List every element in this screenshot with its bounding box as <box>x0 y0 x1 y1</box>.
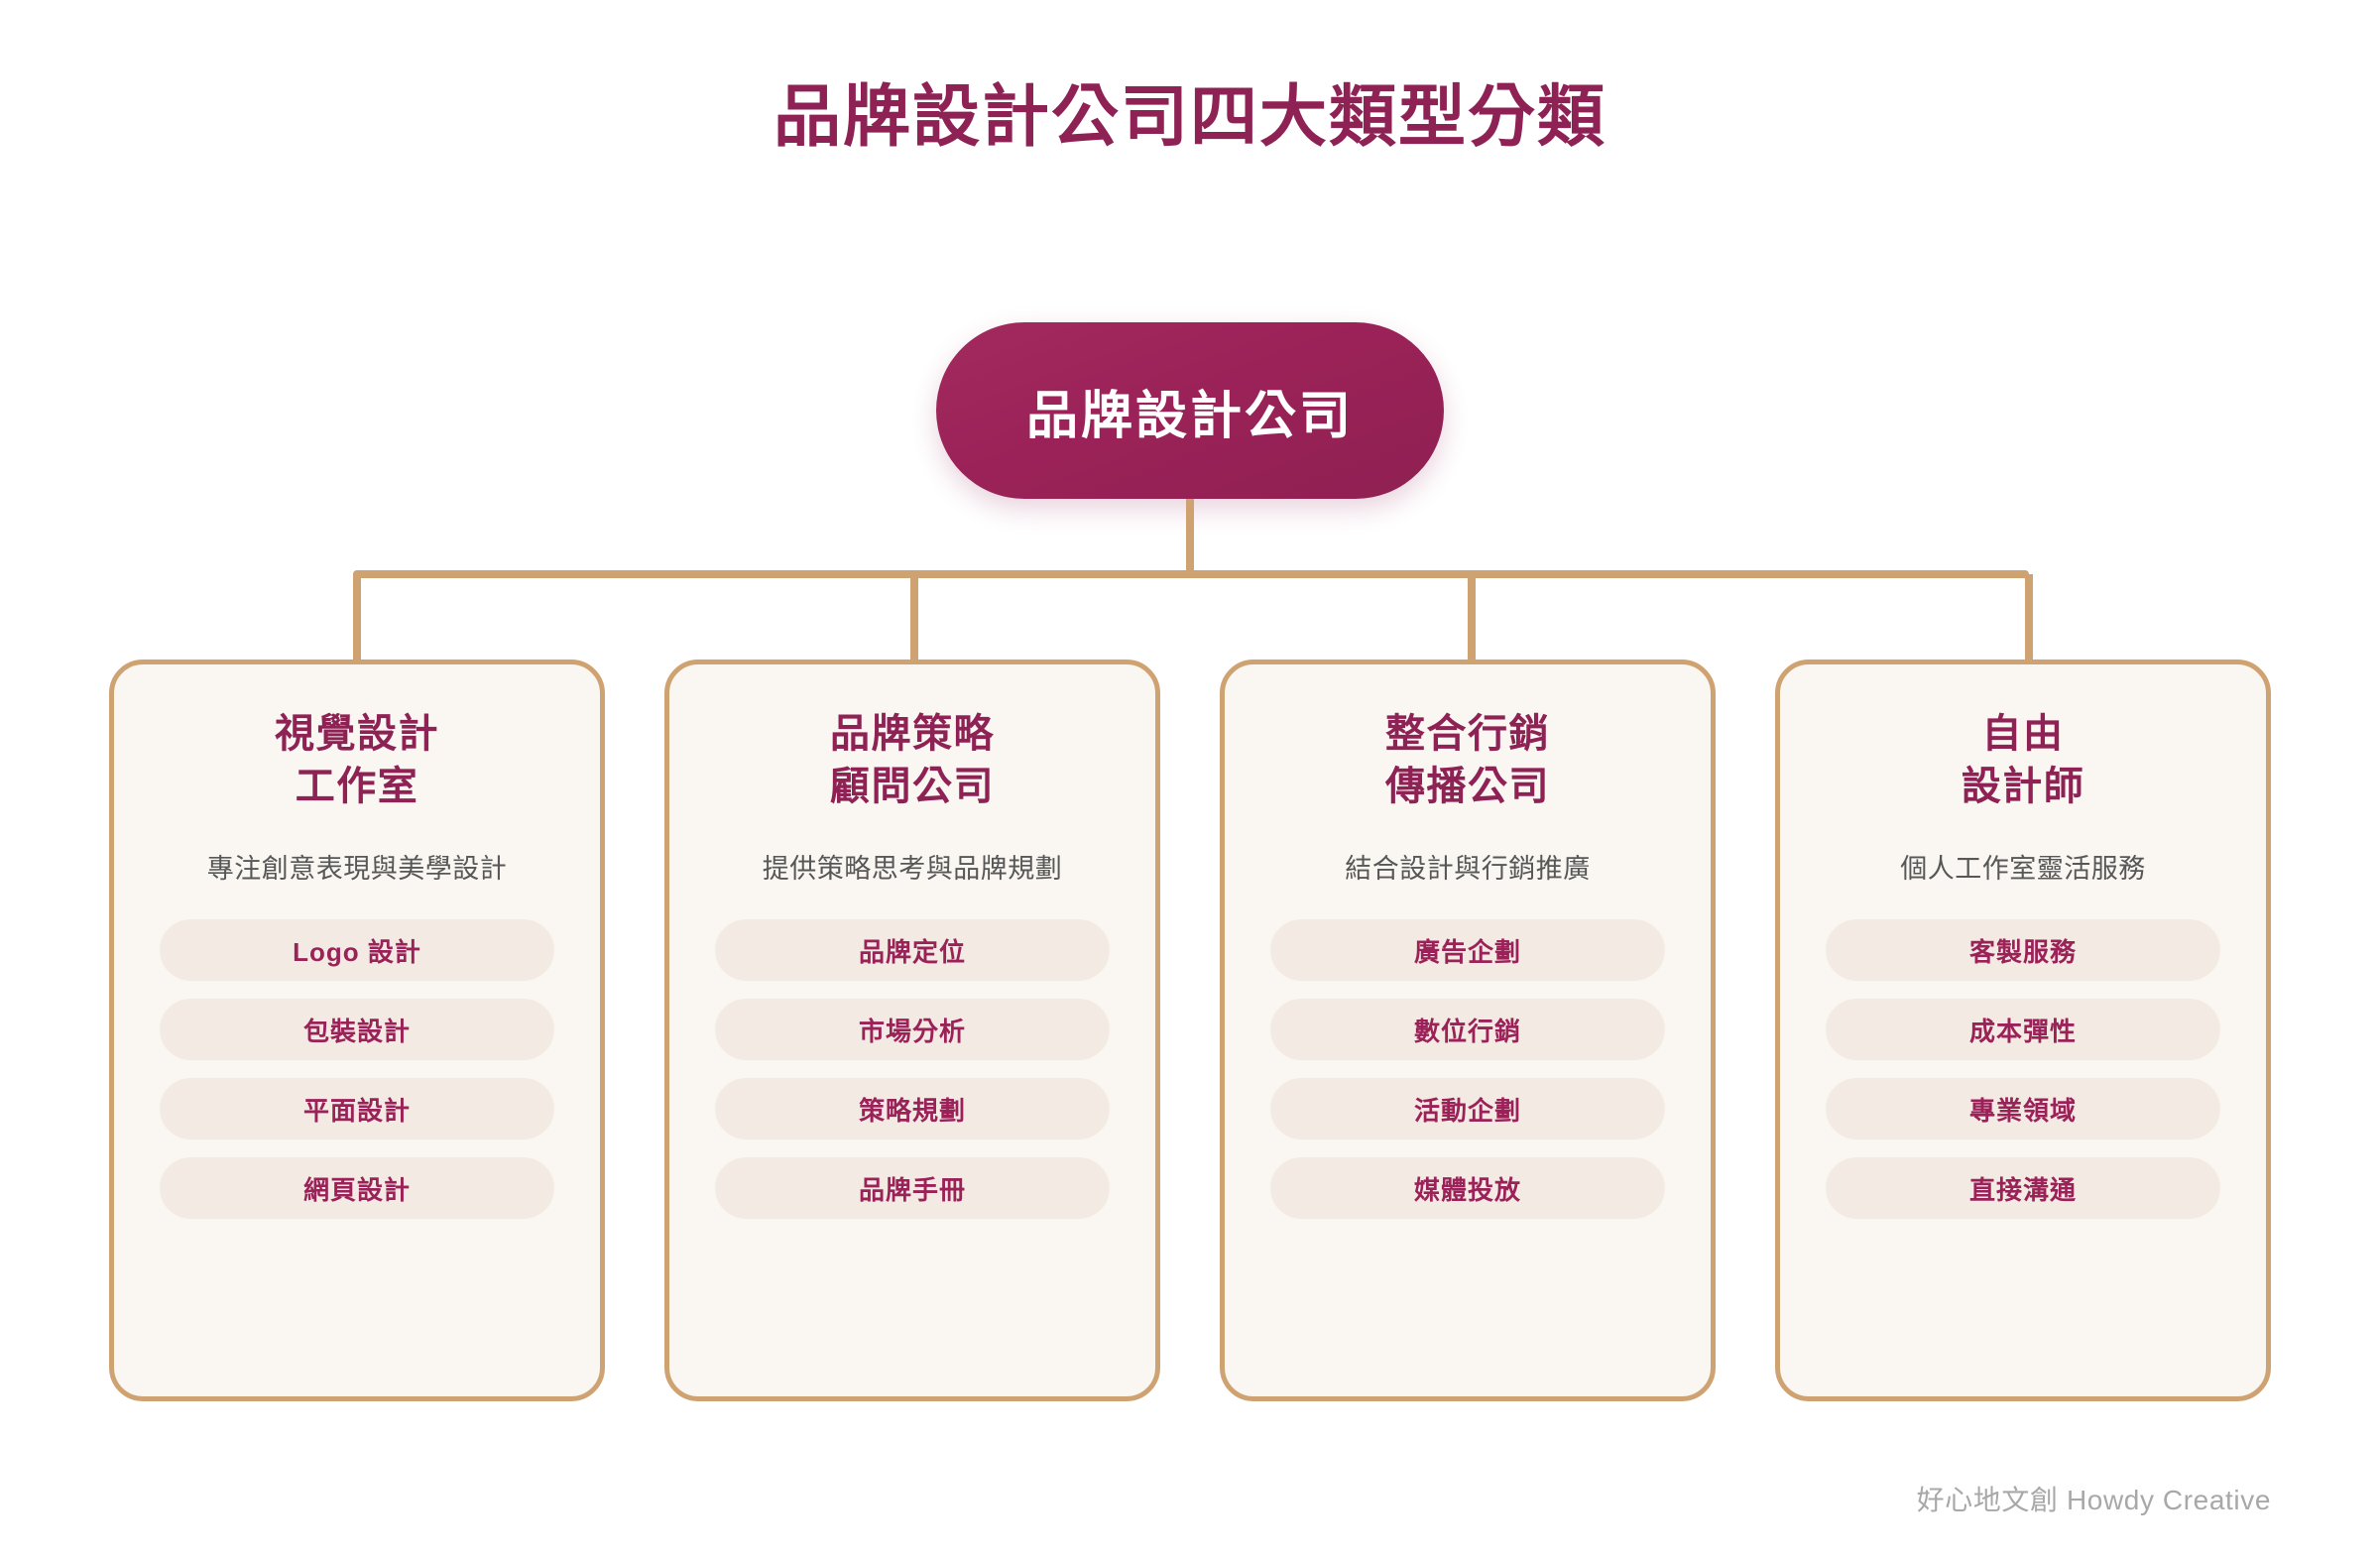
branch-tag[interactable]: 包裝設計 <box>160 999 554 1061</box>
branch-tag[interactable]: 平面設計 <box>160 1078 554 1140</box>
branch-tag[interactable]: 品牌手冊 <box>715 1157 1110 1220</box>
branch-card-subtitle: 專注創意表現與美學設計 <box>206 854 508 885</box>
connector-drop-branch-3 <box>1468 574 1476 663</box>
branch-card-freelance-designer[interactable]: 自由 設計師 個人工作室靈活服務 客製服務 成本彈性 專業領域 直接溝通 <box>1775 660 2271 1401</box>
branch-tag[interactable]: 數位行銷 <box>1270 999 1665 1061</box>
branch-tag[interactable]: 策略規劃 <box>715 1078 1110 1140</box>
branch-tag-list: 品牌定位 市場分析 策略規劃 品牌手冊 <box>715 919 1110 1220</box>
branch-card-heading: 視覺設計 工作室 <box>275 712 439 809</box>
branch-tag[interactable]: 客製服務 <box>1826 919 2220 982</box>
branch-tag[interactable]: 活動企劃 <box>1270 1078 1665 1140</box>
branch-tag[interactable]: 專業領域 <box>1826 1078 2220 1140</box>
branch-card-heading: 整合行銷 傳播公司 <box>1385 712 1550 809</box>
branch-tag[interactable]: 網頁設計 <box>160 1157 554 1220</box>
connector-drop-branch-1 <box>353 574 361 663</box>
branch-card-visual-design-studio[interactable]: 視覺設計 工作室 專注創意表現與美學設計 Logo 設計 包裝設計 平面設計 網… <box>109 660 605 1401</box>
branch-card-subtitle: 個人工作室靈活服務 <box>1900 854 2146 885</box>
branch-tag[interactable]: 品牌定位 <box>715 919 1110 982</box>
branch-tag-list: Logo 設計 包裝設計 平面設計 網頁設計 <box>160 919 554 1220</box>
branch-tag[interactable]: 市場分析 <box>715 999 1110 1061</box>
branch-card-subtitle: 提供策略思考與品牌規劃 <box>762 854 1063 885</box>
branch-card-integrated-marketing-communications[interactable]: 整合行銷 傳播公司 結合設計與行銷推廣 廣告企劃 數位行銷 活動企劃 媒體投放 <box>1220 660 1716 1401</box>
root-node-brand-design-company[interactable]: 品牌設計公司 <box>936 322 1444 499</box>
branch-tag[interactable]: 直接溝通 <box>1826 1157 2220 1220</box>
connector-root-stem <box>1186 499 1194 574</box>
branch-tag[interactable]: Logo 設計 <box>160 919 554 982</box>
branch-tag-list: 廣告企劃 數位行銷 活動企劃 媒體投放 <box>1270 919 1665 1220</box>
branch-cards-row: 視覺設計 工作室 專注創意表現與美學設計 Logo 設計 包裝設計 平面設計 網… <box>109 660 2271 1401</box>
connector-drop-branch-4 <box>2025 574 2033 663</box>
page-title: 品牌設計公司四大類型分類 <box>773 79 1606 155</box>
branch-card-heading: 自由 設計師 <box>1961 712 2085 809</box>
branch-tag[interactable]: 媒體投放 <box>1270 1157 1665 1220</box>
branch-card-heading: 品牌策略 顧問公司 <box>830 712 995 809</box>
root-node-label: 品牌設計公司 <box>1025 387 1354 445</box>
footer-watermark: 好心地文創 Howdy Creative <box>1916 1485 2271 1515</box>
branch-card-brand-strategy-consultancy[interactable]: 品牌策略 顧問公司 提供策略思考與品牌規劃 品牌定位 市場分析 策略規劃 品牌手… <box>664 660 1160 1401</box>
branch-tag-list: 客製服務 成本彈性 專業領域 直接溝通 <box>1826 919 2220 1220</box>
connector-horizontal-bus <box>353 570 2029 578</box>
branch-tag[interactable]: 成本彈性 <box>1826 999 2220 1061</box>
branch-tag[interactable]: 廣告企劃 <box>1270 919 1665 982</box>
branch-card-subtitle: 結合設計與行銷推廣 <box>1345 854 1591 885</box>
connector-drop-branch-2 <box>910 574 918 663</box>
